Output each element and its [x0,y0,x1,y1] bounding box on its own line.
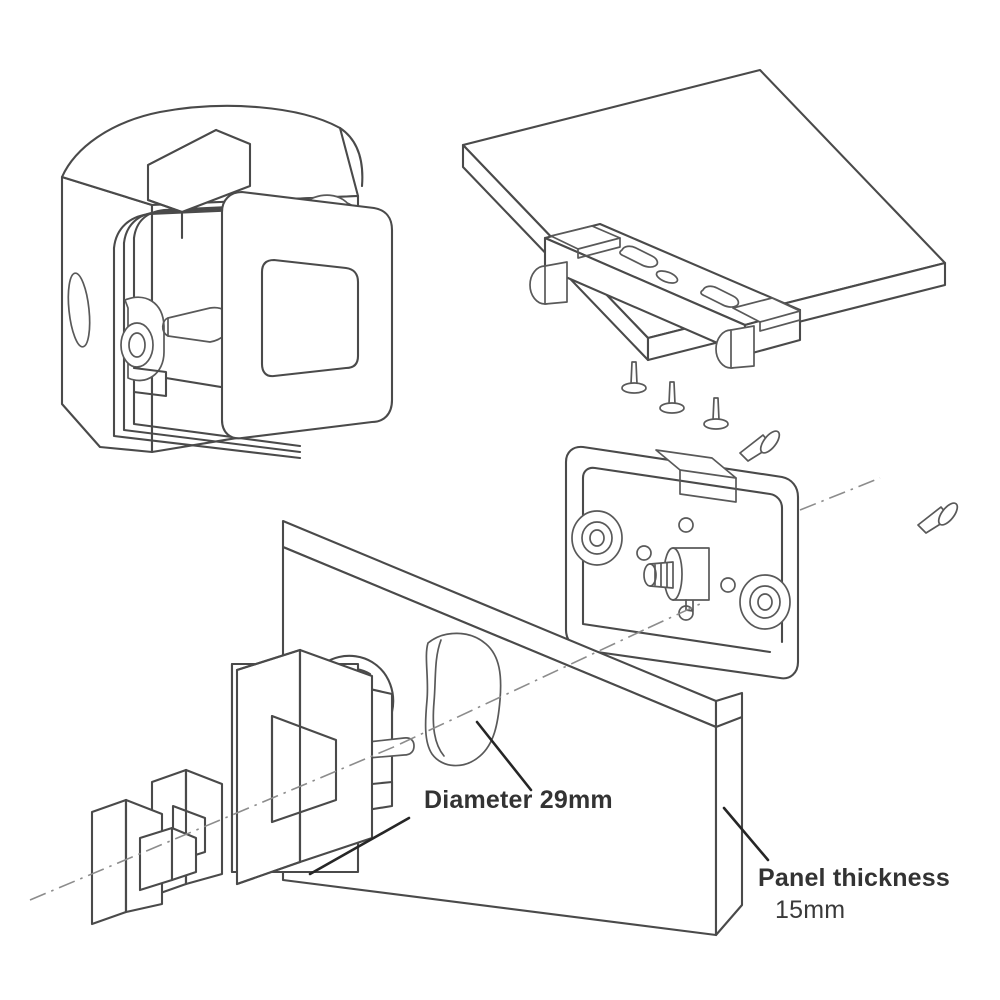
centerline-lower-left [29,745,397,901]
backplate-top-boss-edges [679,469,737,503]
bezel-frame-fold-edges [235,648,302,886]
backplate-right-boss-hole [757,593,773,611]
strike-post-left-body [544,261,568,305]
part-panel-hole [424,632,502,767]
strike-post-right-body [730,325,755,369]
stud-key-tab [685,599,694,612]
housing-barrel-inner [128,332,146,358]
nail-5 [917,502,959,534]
nail-3-head [703,418,729,430]
panel-hole-outline [424,632,502,767]
housing-latch-shaft-cap [161,317,169,337]
nail-3 [703,397,729,430]
nail-1-head [621,382,647,394]
backplate-rim-top [581,466,784,644]
housing-top-boss-edges [146,128,218,214]
strike-right-pad-edge [759,310,801,332]
nail-4-head [759,430,781,454]
part-mounting-nails [621,361,959,534]
nail-5-head [937,502,959,526]
nail-1-shank [630,361,638,385]
part-lock-back-plate [564,445,800,680]
button-cap-stem-front [170,826,198,882]
callout-leaders [308,720,770,876]
backplate-pinhole-top [678,517,694,533]
panel-right-thickness-fold [714,715,744,729]
housing-recess-inner-left-3 [112,246,302,460]
housing-right-edge [338,126,364,188]
housing-recess-inner-left-2 [122,241,302,454]
centerline-upper-right [799,477,881,511]
centerline-through-hole [399,627,649,745]
strike-center-hole [655,270,679,284]
button-cap-stem-side [138,826,174,892]
panel-thickness-leader-line [722,806,770,862]
diameter-leader-line-2 [308,816,411,876]
housing-bezel-window [260,258,360,378]
strike-left-pad-edge [577,237,621,259]
nail-2-shank [668,381,676,405]
stud-thread-lines [654,562,668,588]
part-lock-housing-assembly [60,104,394,460]
strike-slot-left [619,245,659,268]
backplate-left-boss-hole [589,529,605,547]
nail-3-shank [712,397,720,421]
nail-1 [621,361,647,394]
assembly-centerlines [29,477,881,901]
panel-thickness-callout-label-line2: 15mm [775,896,845,924]
housing-oval-vent [67,272,91,348]
housing-inner-step [132,366,168,398]
backplate-pinhole-right [720,577,736,593]
diameter-leader-line [475,720,533,792]
part-strike-plate-bracket [529,222,802,369]
panel-hole-inner-edge [432,639,445,757]
part-push-button-cap [90,798,198,926]
nail-4 [739,430,781,462]
strike-slot-right [700,285,740,308]
part-front-bezel-frame [230,648,374,886]
stud-tip [643,563,657,587]
nail-2-head [659,402,685,414]
nail-2 [659,381,685,414]
backplate-pinhole-left [636,545,652,561]
diameter-callout-label: Diameter 29mm [424,786,613,814]
panel-thickness-callout-label-line1: Panel thickness [758,864,950,892]
centerline-to-stud [647,603,701,629]
